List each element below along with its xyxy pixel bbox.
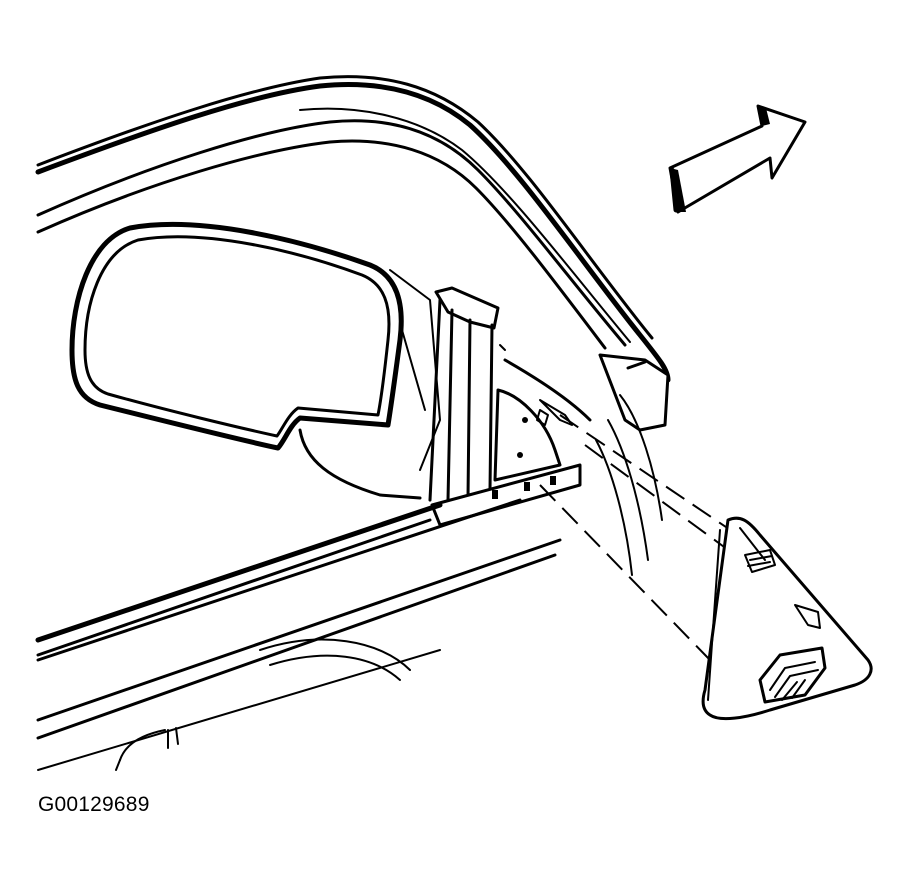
pillar-trim-cap [595, 353, 670, 576]
figure-id-label: G00129689 [38, 793, 150, 816]
front-direction-arrow-icon [668, 104, 807, 214]
mirror-arm [428, 286, 506, 502]
mounting-bracket [430, 358, 592, 527]
mirror-housing [69, 221, 441, 500]
door-body-lines [35, 498, 562, 771]
sail-panel-cover [701, 516, 873, 721]
roof-pillar-outline [35, 75, 671, 383]
